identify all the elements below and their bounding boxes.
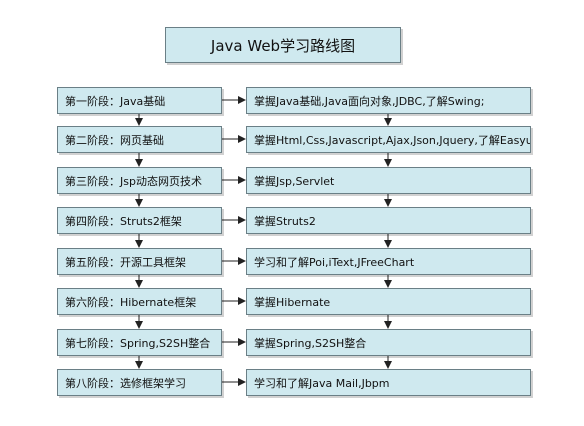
stage-box-5: 第五阶段：开源工具框架 xyxy=(57,248,222,275)
stage-box-3: 第三阶段：Jsp动态网页技术 xyxy=(57,167,222,194)
content-box-5: 学习和了解Poi,iText,JFreeChart xyxy=(246,248,531,275)
content-box-7: 掌握Spring,S2SH整合 xyxy=(246,329,531,356)
content-box-6: 掌握Hibernate xyxy=(246,288,531,315)
stage-box-8: 第八阶段：选修框架学习 xyxy=(57,369,222,396)
content-box-4: 掌握Struts2 xyxy=(246,207,531,234)
content-box-8: 学习和了解Java Mail,Jbpm xyxy=(246,369,531,396)
content-box-3: 掌握Jsp,Servlet xyxy=(246,167,531,194)
content-box-2: 掌握Html,Css,Javascript,Ajax,Json,Jquery,了… xyxy=(246,126,531,153)
diagram-title: Java Web学习路线图 xyxy=(165,27,401,63)
stage-box-6: 第六阶段：Hibernate框架 xyxy=(57,288,222,315)
content-box-1: 掌握Java基础,Java面向对象,JDBC,了解Swing; xyxy=(246,87,531,114)
stage-box-4: 第四阶段：Struts2框架 xyxy=(57,207,222,234)
stage-box-2: 第二阶段：网页基础 xyxy=(57,126,222,153)
stage-box-1: 第一阶段：Java基础 xyxy=(57,87,222,114)
stage-box-7: 第七阶段：Spring,S2SH整合 xyxy=(57,329,222,356)
